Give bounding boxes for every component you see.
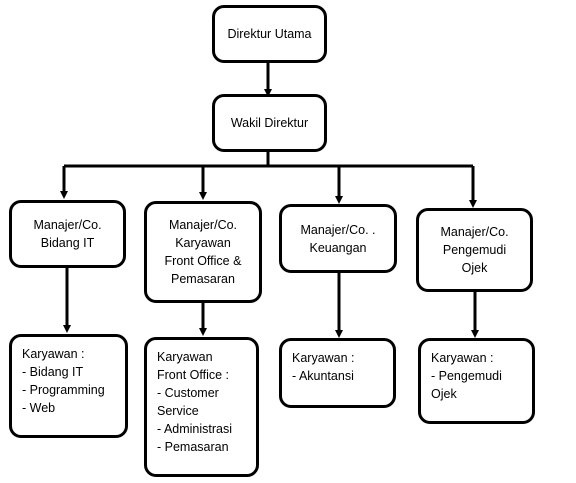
node-karyawan-pengemudi-ojek-title: Karyawan : bbox=[431, 351, 494, 365]
list-item: - Web bbox=[22, 401, 56, 415]
list-item: - Administrasi bbox=[157, 422, 233, 436]
node-karyawan-front-office: Karyawan Front Office : - Customer Servi… bbox=[144, 337, 259, 477]
node-manajer-pengemudi-ojek-label: Manajer/Co. Pengemudi Ojek bbox=[440, 225, 509, 275]
node-karyawan-it: Karyawan : - Bidang IT - Programming - W… bbox=[9, 334, 128, 438]
node-direktur-utama: Direktur Utama bbox=[212, 5, 327, 63]
node-manajer-keuangan: Manajer/Co. . Keuangan bbox=[279, 204, 397, 273]
node-direktur-utama-label: Direktur Utama bbox=[227, 27, 312, 41]
list-item: - Customer Service bbox=[157, 386, 219, 418]
list-item: - Bidang IT bbox=[22, 365, 84, 379]
list-item: - Pengemudi Ojek bbox=[431, 369, 502, 401]
list-item: - Programming bbox=[22, 383, 105, 397]
node-wakil-direktur-label: Wakil Direktur bbox=[230, 116, 309, 130]
node-manajer-bidang-it-label: Manajer/Co. Bidang IT bbox=[33, 218, 102, 250]
node-manajer-pengemudi-ojek: Manajer/Co. Pengemudi Ojek bbox=[416, 208, 533, 292]
node-karyawan-it-title: Karyawan : bbox=[22, 347, 85, 361]
node-manajer-front-office: Manajer/Co. Karyawan Front Office & Pema… bbox=[144, 201, 262, 303]
node-manajer-keuangan-label: Manajer/Co. . Keuangan bbox=[300, 222, 376, 255]
list-item: - Akuntansi bbox=[292, 369, 354, 383]
node-wakil-direktur: Wakil Direktur bbox=[212, 94, 327, 152]
node-karyawan-front-office-title: Karyawan Front Office : bbox=[157, 350, 230, 382]
node-karyawan-keuangan: Karyawan : - Akuntansi bbox=[279, 338, 396, 408]
node-karyawan-keuangan-title: Karyawan : bbox=[292, 351, 355, 365]
node-manajer-bidang-it: Manajer/Co. Bidang IT bbox=[9, 200, 126, 268]
node-karyawan-pengemudi-ojek: Karyawan : - Pengemudi Ojek bbox=[418, 338, 535, 424]
list-item: - Pemasaran bbox=[157, 440, 229, 454]
node-manajer-front-office-label: Manajer/Co. Karyawan Front Office & Pema… bbox=[164, 218, 242, 286]
